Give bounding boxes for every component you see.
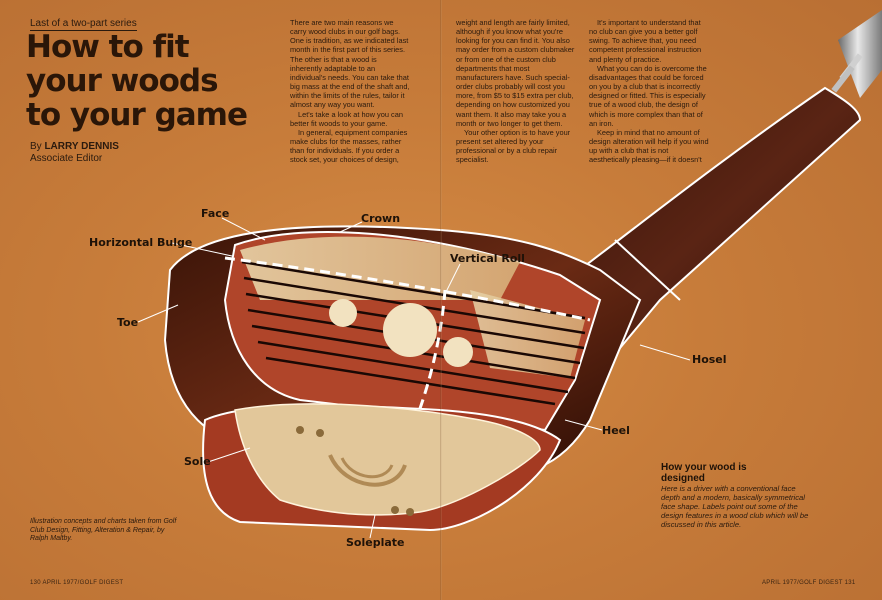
caption-title: How your wood is designed <box>661 462 747 484</box>
label-toe: Toe <box>117 316 139 329</box>
leader-lines <box>137 217 691 539</box>
label-vertical-roll: Vertical Roll <box>450 252 525 265</box>
label-sole: Sole <box>184 455 211 468</box>
label-horizontal-bulge: Horizontal Bulge <box>89 236 193 249</box>
byline-author: LARRY DENNIS <box>44 141 119 152</box>
soleplate-shape <box>234 403 541 516</box>
paragraph: weight and length are fairly limited, al… <box>456 18 575 128</box>
paragraph: There are two main reasons we carry wood… <box>290 18 410 110</box>
paragraph: It's important to understand that no clu… <box>589 18 702 64</box>
label-hosel: Hosel <box>692 353 727 366</box>
label-face: Face <box>201 207 230 220</box>
paragraph: In general, equipment companies make clu… <box>290 127 408 165</box>
folio-right: APRIL 1977/GOLF DIGEST 131 <box>762 580 856 586</box>
label-crown: Crown <box>361 212 401 225</box>
paragraph: Your other option is to have your presen… <box>456 127 571 165</box>
illustration-credit: Illustration concepts and charts taken f… <box>30 518 177 542</box>
label-soleplate: Soleplate <box>346 536 405 549</box>
headline-line-1: How to fit <box>26 29 190 65</box>
headline-line-3: to your game <box>26 97 248 133</box>
article-headline: How to fit your woods to your game <box>26 30 276 132</box>
body-column-3: It's important to understand that no clu… <box>589 18 709 165</box>
shaft <box>831 10 882 98</box>
folio-left: 130 APRIL 1977/GOLF DIGEST <box>30 580 124 586</box>
paragraph: Keep in mind that no amount of design al… <box>589 127 709 165</box>
headline-line-2: your woods <box>26 63 219 99</box>
byline-role: Associate Editor <box>30 153 103 164</box>
byline: By LARRY DENNIS Associate Editor <box>30 141 119 165</box>
caption-body: Here is a driver with a conventional fac… <box>661 484 809 529</box>
page-gutter <box>440 0 442 600</box>
paragraph: What you can do is overcome the disadvan… <box>589 63 707 128</box>
label-heel: Heel <box>602 424 630 437</box>
body-column-2: weight and length are fairly limited, al… <box>456 18 576 165</box>
byline-prefix: By <box>30 141 45 152</box>
paragraph: Let's take a look at how you can better … <box>290 109 403 128</box>
series-kicker: Last of a two-part series <box>30 18 137 31</box>
body-column-1: There are two main reasons we carry wood… <box>290 18 410 165</box>
